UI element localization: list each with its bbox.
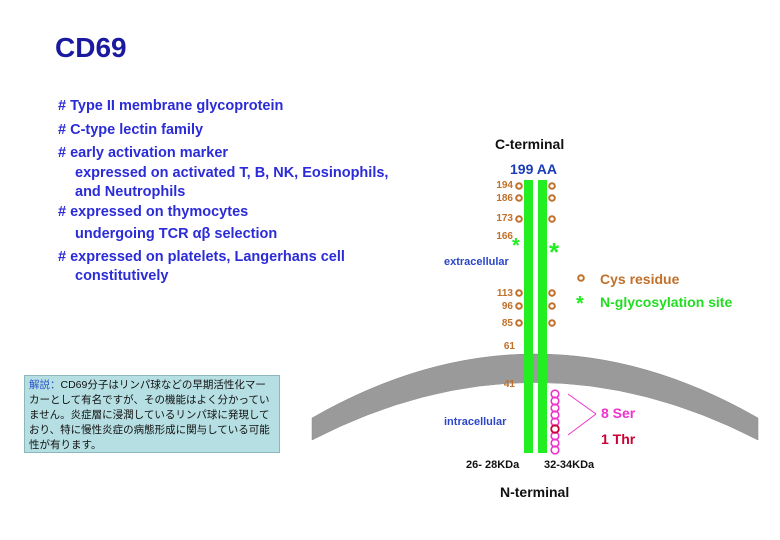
legend-glyco-label: N-glycosylation site [600, 294, 733, 310]
cys-left-186 [515, 194, 523, 202]
c-terminal-label: C-terminal [495, 136, 565, 152]
thr-label: 1 Thr [601, 431, 636, 447]
bullet-thymocytes: # expressed on thymocytes [58, 204, 249, 220]
position-label: 96 [501, 301, 513, 312]
mw-left-label: 26- 28KDa [466, 459, 520, 471]
position-label: 173 [496, 213, 513, 224]
cys-right-194 [548, 182, 556, 190]
strand-left [524, 180, 533, 453]
intracellular-label: intracellular [444, 416, 507, 428]
cys-left-96 [515, 302, 523, 310]
aa-count-label: 199 AA [510, 161, 557, 177]
legend-glyco-icon: * [576, 293, 584, 315]
legend-cys-icon [577, 274, 585, 282]
position-label: 166 [496, 231, 513, 242]
cell-membrane [311, 353, 759, 441]
cys-right-173 [548, 215, 556, 223]
legend-cys-label: Cys residue [600, 271, 680, 287]
position-label: 61 [503, 341, 515, 352]
bullet-activation-detail-1: expressed on activated T, B, NK, Eosinop… [75, 165, 389, 181]
bullet-type-ii: # Type II membrane glycoprotein [58, 98, 284, 114]
ser-8 [550, 445, 560, 455]
position-label: 85 [501, 318, 513, 329]
cys-left-113 [515, 289, 523, 297]
cys-right-96 [548, 302, 556, 310]
bullet-c-type-lectin: # C-type lectin family [58, 122, 204, 138]
cys-left-173 [515, 215, 523, 223]
cys-right-186 [548, 194, 556, 202]
ser-label: 8 Ser [601, 405, 636, 421]
cys-left-85 [515, 319, 523, 327]
bullet-platelets-detail: constitutively [75, 268, 169, 284]
n-terminal-label: N-terminal [500, 484, 570, 500]
extracellular-label: extracellular [444, 256, 509, 268]
bullet-thymocytes-detail: undergoing TCR αβ selection [75, 226, 278, 242]
cys-left-194 [515, 182, 523, 190]
glyco-site-left: * [512, 235, 520, 257]
bullet-activation-marker: # early activation marker [58, 145, 229, 161]
position-label: 113 [496, 288, 513, 299]
note-body: CD69分子はリンパ球などの早期活性化マーカーとして有名ですが、その機能はよく分… [29, 379, 270, 451]
note-lead: 解説： [29, 379, 61, 391]
bullet-platelets: # expressed on platelets, Langerhans cel… [58, 249, 345, 265]
position-label: 41 [503, 379, 515, 390]
cys-right-85 [548, 319, 556, 327]
glyco-site-right: * [549, 237, 560, 267]
note-box: 解説：CD69分子はリンパ球などの早期活性化マーカーとして有名ですが、その機能は… [24, 375, 280, 453]
thr-1 [550, 424, 560, 434]
position-label: 194 [496, 180, 513, 191]
bullet-activation-detail-2: and Neutrophils [75, 184, 186, 200]
cys-right-113 [548, 289, 556, 297]
page-title: CD69 [55, 32, 127, 63]
strand-right [538, 180, 547, 453]
mw-right-label: 32-34KDa [544, 459, 595, 471]
position-label: 186 [496, 193, 513, 204]
